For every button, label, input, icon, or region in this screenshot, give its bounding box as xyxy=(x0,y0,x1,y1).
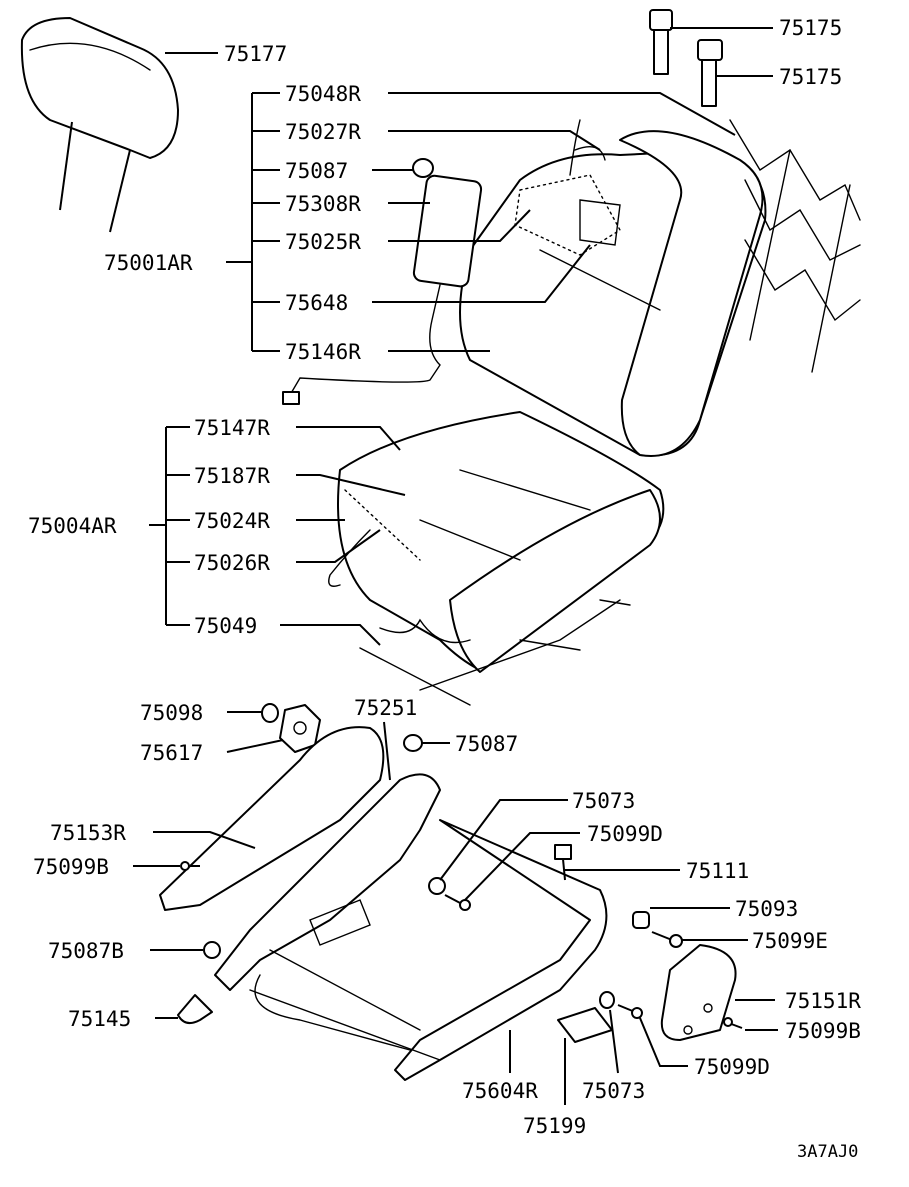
label-75099e: 75099E xyxy=(752,929,828,953)
bushing-mid xyxy=(403,734,423,752)
label-75087-mid: 75087 xyxy=(455,732,518,756)
label-75153r: 75153R xyxy=(50,821,126,845)
bushing-top xyxy=(412,158,434,178)
label-75001ar: 75001AR xyxy=(104,251,193,275)
label-75073-bottom: 75073 xyxy=(582,1079,645,1103)
leader-lines xyxy=(133,27,778,1105)
bolt-75099b-right xyxy=(723,1017,743,1029)
label-75024r: 75024R xyxy=(194,509,270,533)
label-75151r: 75151R xyxy=(785,989,861,1013)
side-shield xyxy=(660,944,737,1041)
label-75617: 75617 xyxy=(140,741,203,765)
label-75175-a: 75175 xyxy=(779,16,842,40)
label-75027r: 75027R xyxy=(285,120,361,144)
label-75648: 75648 xyxy=(285,291,348,315)
label-75111: 75111 xyxy=(686,859,749,883)
cover-75199 xyxy=(557,1007,613,1043)
label-75177: 75177 xyxy=(224,42,287,66)
washer-75073-bottom xyxy=(599,991,615,1009)
headrest-guide-a xyxy=(649,9,673,75)
seatback-assembly xyxy=(459,119,767,457)
label-75087b: 75087B xyxy=(48,939,124,963)
nut-75087b xyxy=(203,941,221,959)
label-75604r: 75604R xyxy=(462,1079,538,1103)
seat-cushion-assembly xyxy=(328,411,665,673)
label-75087-top: 75087 xyxy=(285,159,348,183)
label-75099b-left: 75099B xyxy=(33,855,109,879)
label-75199: 75199 xyxy=(523,1114,586,1138)
cushion-springs xyxy=(359,599,631,706)
label-75048r: 75048R xyxy=(285,82,361,106)
label-75147r: 75147R xyxy=(194,416,270,440)
label-75308r: 75308R xyxy=(285,192,361,216)
label-75251: 75251 xyxy=(354,696,417,720)
bolt-75099d-bottom xyxy=(617,1004,643,1019)
bolt-75099e xyxy=(651,931,683,948)
label-75187r: 75187R xyxy=(194,464,270,488)
washer xyxy=(261,703,279,723)
seat-adjuster-frame xyxy=(159,726,608,1081)
diagram-code: 3A7AJ0 xyxy=(797,1142,858,1162)
label-75098: 75098 xyxy=(140,701,203,725)
lumbar-support xyxy=(282,174,483,405)
bolt-75099d-top xyxy=(444,894,471,911)
seatback-spring-frame xyxy=(729,119,861,373)
headrest-guide-b xyxy=(697,39,723,107)
label-75073-top: 75073 xyxy=(572,789,635,813)
label-75099b-right: 75099B xyxy=(785,1019,861,1043)
label-75099d-bottom: 75099D xyxy=(694,1055,770,1079)
label-75026r: 75026R xyxy=(194,551,270,575)
nut-75093 xyxy=(632,911,650,929)
label-75025r: 75025R xyxy=(285,230,361,254)
label-75146r: 75146R xyxy=(285,340,361,364)
nut-75073-top xyxy=(428,877,446,895)
label-75099d-top: 75099D xyxy=(587,822,663,846)
label-75145: 75145 xyxy=(68,1007,131,1031)
label-75004ar: 75004AR xyxy=(28,514,117,538)
bolt-75099b-left xyxy=(180,861,200,871)
bolt-75111 xyxy=(554,844,572,881)
label-75049: 75049 xyxy=(194,614,257,638)
label-75175-b: 75175 xyxy=(779,65,842,89)
label-75093: 75093 xyxy=(735,897,798,921)
cover-75145 xyxy=(177,994,213,1025)
headrest xyxy=(20,17,179,233)
